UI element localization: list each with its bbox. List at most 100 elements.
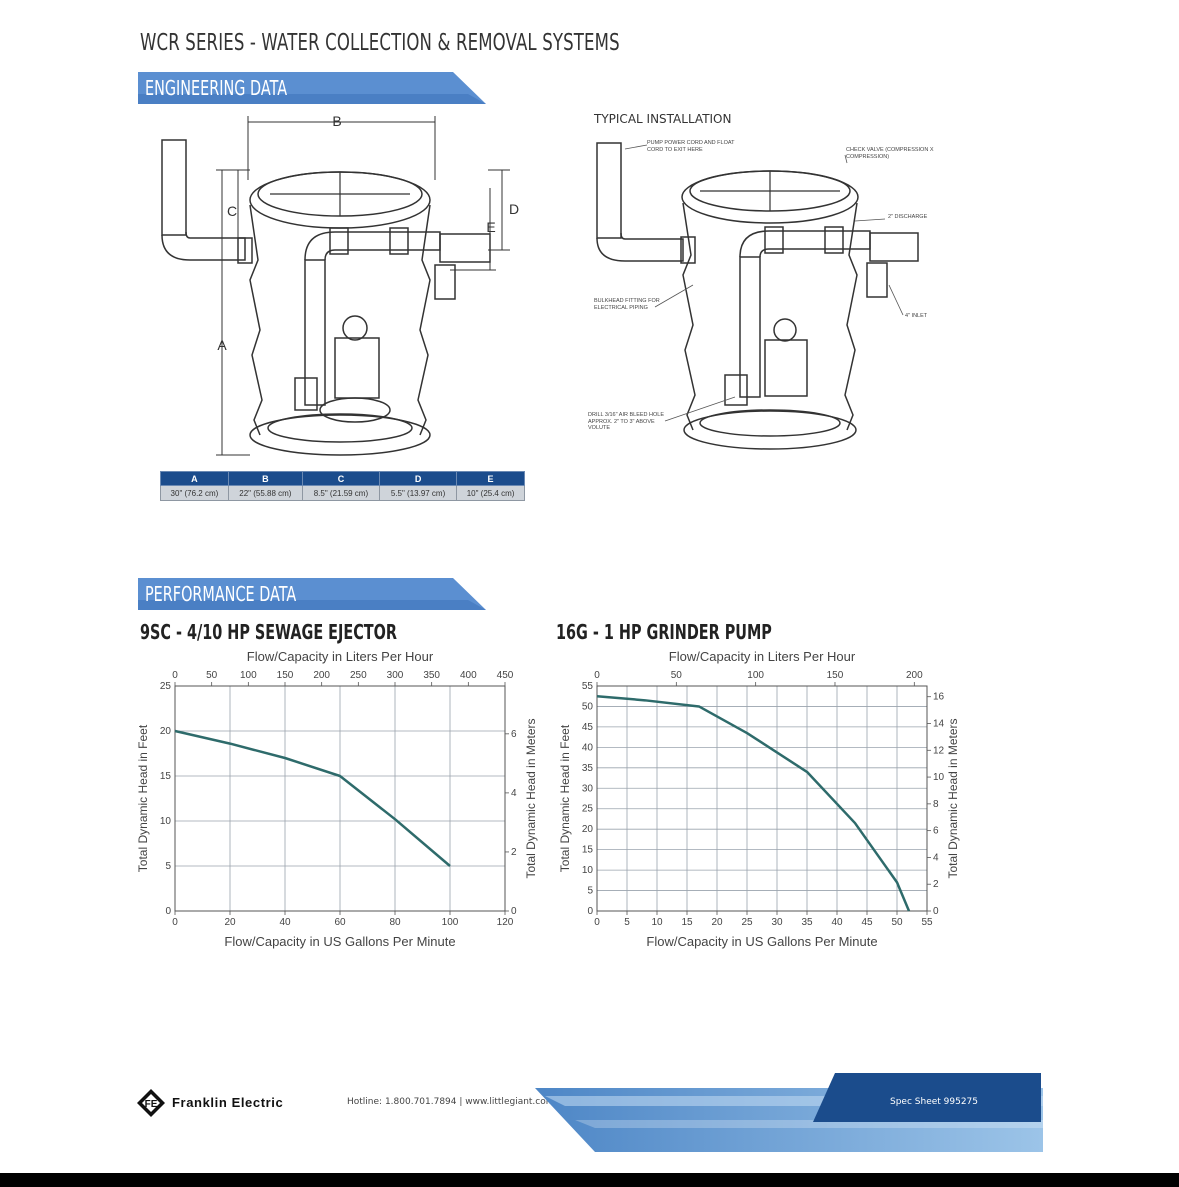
x-tick-label: 80	[389, 917, 401, 928]
y2-tick-label: 4	[511, 788, 517, 799]
chart-title-grinder: 16G - 1 HP GRINDER PUMP	[556, 620, 772, 644]
typical-installation-label: TYPICAL INSTALLATION	[594, 112, 732, 126]
dim-label-e: E	[486, 219, 495, 235]
x-tick-label: 20	[711, 917, 723, 928]
x2-tick-label: 300	[387, 670, 404, 681]
header-cell-e: E	[456, 471, 525, 486]
typical-installation-illustration	[596, 142, 919, 450]
performance-curve	[596, 694, 911, 912]
value-cell-c: 8.5" (21.59 cm)	[301, 485, 381, 501]
y-tick-label: 0	[587, 906, 593, 917]
x-tick-label: 120	[497, 917, 514, 928]
y2-tick-label: 10	[933, 772, 945, 783]
x-tick-label: 20	[224, 917, 236, 928]
x-axis-title: Flow/Capacity in US Gallons Per Minute	[646, 934, 877, 949]
banner-shape	[138, 72, 486, 104]
performance-curve	[174, 729, 451, 867]
y-tick-label: 50	[582, 701, 594, 712]
dimension-table: A B C D E 30" (76.2 cm) 22" (55.88 cm) 8…	[160, 471, 525, 501]
header-cell-b: B	[227, 471, 303, 486]
dimension-table-row: 30" (76.2 cm) 22" (55.88 cm) 8.5" (21.59…	[160, 485, 525, 501]
y2-tick-label: 2	[933, 879, 939, 890]
basin-dimension-illustration: B A C D E	[161, 113, 519, 456]
y-tick-label: 0	[165, 906, 171, 917]
y-tick-label: 45	[582, 722, 594, 733]
hotline-text: Hotline: 1.800.701.7894 | www.littlegian…	[347, 1097, 555, 1107]
banner-shape	[138, 578, 486, 610]
y2-tick-label: 0	[933, 906, 939, 917]
brand-name: Franklin Electric	[172, 1095, 284, 1110]
engineering-data-label: ENGINEERING DATA	[145, 76, 288, 100]
footer-graphic	[535, 1073, 1043, 1152]
y2-tick-label: 2	[511, 847, 517, 858]
dim-label-c: C	[227, 203, 237, 219]
y2-axis-title: Total Dynamic Head in Meters	[946, 718, 960, 878]
x-tick-label: 55	[921, 917, 933, 928]
y2-tick-label: 6	[933, 826, 939, 837]
value-cell-d: 5.5" (13.97 cm)	[378, 485, 458, 501]
callout-discharge: 2" DISCHARGE	[888, 214, 928, 220]
x-tick-label: 25	[741, 917, 753, 928]
plot-frame	[596, 685, 928, 912]
x2-tick-label: 0	[594, 670, 600, 681]
y2-tick-label: 14	[933, 719, 945, 730]
value-cell-b: 22" (55.88 cm)	[227, 485, 303, 501]
x2-tick-label: 350	[423, 670, 440, 681]
header-cell-d: D	[378, 471, 458, 486]
callout-drill: DRILL 3/16" AIR BLEED HOLE APPROX. 2" TO…	[588, 412, 665, 431]
x2-tick-label: 150	[277, 670, 294, 681]
x2-tick-label: 50	[671, 670, 683, 681]
y2-tick-label: 8	[933, 799, 939, 810]
svg-text:FE: FE	[145, 1099, 158, 1110]
x-axis-title: Flow/Capacity in US Gallons Per Minute	[224, 934, 455, 949]
callout-inlet: 4" INLET	[905, 313, 928, 319]
x2-tick-label: 250	[350, 670, 367, 681]
x-tick-label: 0	[594, 917, 600, 928]
y-tick-label: 30	[582, 783, 594, 794]
y-tick-label: 5	[587, 886, 593, 897]
dim-label-a: A	[217, 337, 227, 353]
performance-data-banner: PERFORMANCE DATA	[138, 578, 488, 610]
x2-tick-label: 100	[240, 670, 257, 681]
callout-pump-power: PUMP POWER CORD AND FLOAT CORD TO EXIT H…	[647, 140, 735, 153]
x2-axis-title: Flow/Capacity in Liters Per Hour	[669, 649, 856, 664]
y-tick-label: 20	[160, 726, 172, 737]
x2-tick-label: 450	[497, 670, 514, 681]
y-tick-label: 40	[582, 742, 594, 753]
y-tick-label: 35	[582, 763, 594, 774]
header-cell-a: A	[160, 471, 229, 486]
x-tick-label: 35	[801, 917, 813, 928]
y-tick-label: 25	[582, 804, 594, 815]
y-axis-title: Total Dynamic Head in Feet	[558, 724, 572, 872]
y-tick-label: 15	[160, 771, 172, 782]
performance-data-label: PERFORMANCE DATA	[145, 582, 297, 606]
x-tick-label: 100	[442, 917, 459, 928]
y2-axis-title: Total Dynamic Head in Meters	[524, 718, 538, 878]
y-tick-label: 15	[582, 845, 594, 856]
y2-tick-label: 0	[511, 906, 517, 917]
x-tick-label: 50	[891, 917, 903, 928]
y-tick-label: 25	[160, 681, 172, 692]
y2-tick-label: 4	[933, 852, 939, 863]
x-tick-label: 30	[771, 917, 783, 928]
x-tick-label: 15	[681, 917, 693, 928]
dim-label-b: B	[332, 113, 341, 129]
y2-tick-label: 12	[933, 745, 945, 756]
engineering-data-banner: ENGINEERING DATA	[138, 72, 488, 104]
spec-sheet-label: Spec Sheet 995275	[890, 1097, 979, 1107]
x-tick-label: 10	[651, 917, 663, 928]
y-tick-label: 55	[582, 681, 594, 692]
x-tick-label: 40	[279, 917, 291, 928]
y2-tick-label: 16	[933, 692, 945, 703]
x2-tick-label: 400	[460, 670, 477, 681]
x2-tick-label: 50	[206, 670, 218, 681]
bottom-black-bar	[0, 1173, 1179, 1187]
y-tick-label: 10	[582, 865, 594, 876]
value-cell-e: 10" (25.4 cm)	[456, 485, 525, 501]
x-tick-label: 40	[831, 917, 843, 928]
y-tick-label: 20	[582, 824, 594, 835]
x-tick-label: 5	[624, 917, 630, 928]
x-tick-label: 60	[334, 917, 346, 928]
